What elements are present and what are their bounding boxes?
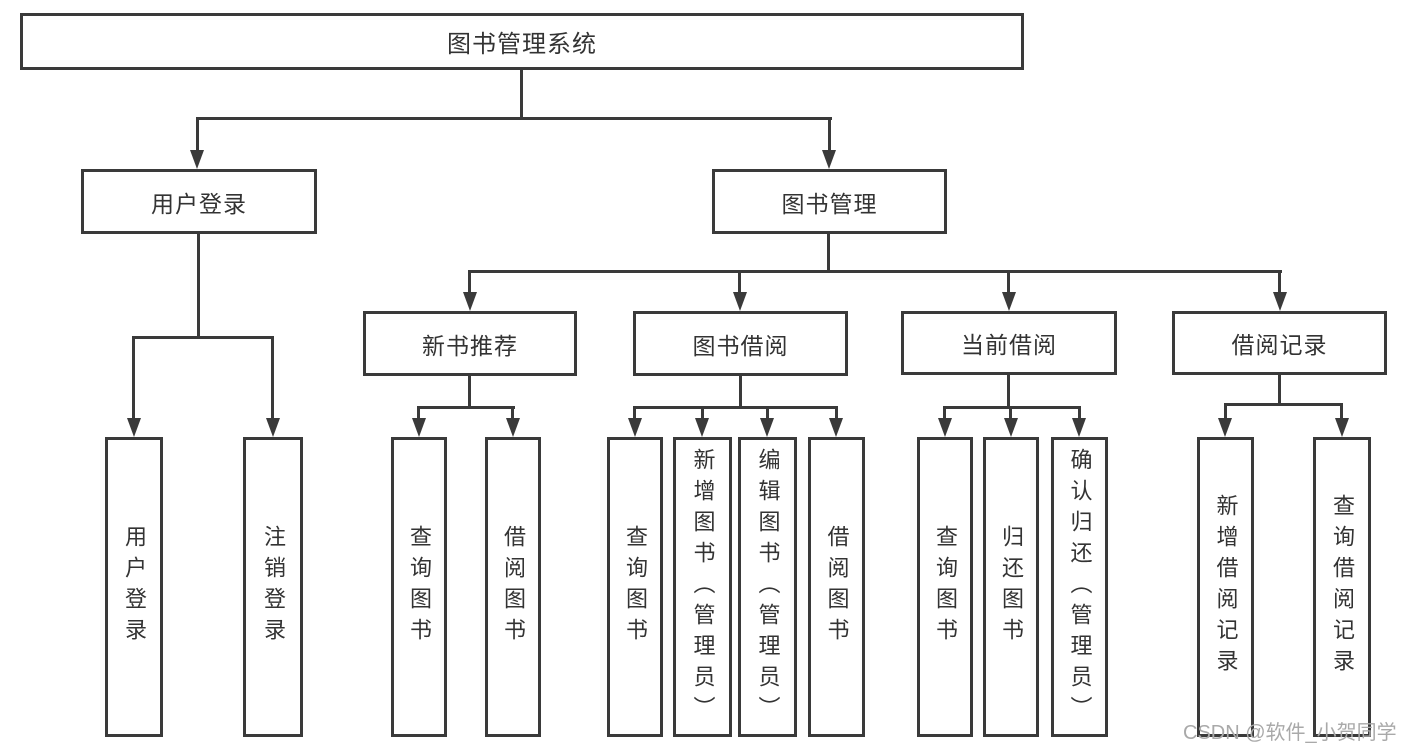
connector-line (1007, 273, 1010, 293)
arrowhead-icon (1335, 418, 1349, 437)
node-label: 图书管理 (781, 190, 878, 217)
node-new-book-recommend: 新书推荐 (363, 311, 577, 376)
connector-line (828, 120, 831, 151)
node-label: 借阅记录 (1231, 332, 1328, 358)
node-label: 查询借阅记录 (1330, 494, 1355, 680)
arrowhead-icon (760, 418, 774, 437)
connector-line (738, 273, 741, 293)
connector-line (1278, 273, 1281, 293)
node-label: 查询图书 (933, 525, 958, 649)
leaf-logout: 注销登录 (243, 437, 303, 737)
leaf-return-book: 归还图书 (983, 437, 1039, 737)
leaf-query-borrow-record: 查询借阅记录 (1313, 437, 1371, 737)
node-book-borrowing: 图书借阅 (633, 311, 848, 376)
arrowhead-icon (1002, 292, 1016, 311)
leaf-query-books-current: 查询图书 (917, 437, 973, 737)
connector-line (271, 339, 274, 418)
arrowhead-icon (822, 150, 836, 169)
connector-line (701, 409, 704, 419)
leaf-add-borrow-record: 新增借阅记录 (1197, 437, 1254, 737)
arrowhead-icon (463, 292, 477, 311)
leaf-borrow-books-recommend: 借阅图书 (485, 437, 541, 737)
connector-line (468, 376, 471, 408)
leaf-query-books-borrowing: 查询图书 (607, 437, 663, 737)
connector-line (1009, 409, 1012, 419)
connector-line (835, 409, 838, 419)
node-label: 图书管理系统 (447, 31, 597, 58)
leaf-user-login: 用户登录 (105, 437, 163, 737)
node-label: 当前借阅 (961, 332, 1057, 358)
arrowhead-icon (733, 292, 747, 311)
arrowhead-icon (266, 418, 280, 437)
connector-line (417, 406, 515, 409)
leaf-edit-book-admin: 编辑图书（管理员） (738, 437, 797, 737)
node-label: 查询图书 (407, 525, 432, 649)
arrowhead-icon (1004, 418, 1018, 437)
connector-line (468, 270, 1282, 273)
node-label: 新书推荐 (422, 332, 518, 359)
leaf-borrow-books-borrowing: 借阅图书 (808, 437, 865, 737)
connector-line (1340, 406, 1343, 419)
arrowhead-icon (190, 150, 204, 169)
leaf-query-books-recommend: 查询图书 (391, 437, 447, 737)
node-label: 归还图书 (999, 525, 1024, 649)
connector-line (766, 409, 769, 419)
connector-line (196, 120, 199, 151)
arrowhead-icon (938, 418, 952, 437)
connector-line (468, 273, 471, 293)
connector-line (197, 234, 200, 338)
connector-line (827, 234, 830, 272)
connector-line (417, 409, 420, 419)
node-label: 用户登录 (122, 525, 147, 649)
csdn-watermark: CSDN @软件_小贺同学 (1183, 722, 1397, 744)
node-borrowing-records: 借阅记录 (1172, 311, 1387, 375)
connector-line (132, 339, 135, 418)
connector-line (1224, 403, 1343, 406)
connector-line (633, 409, 636, 419)
connector-line (1278, 375, 1281, 406)
node-label: 借阅图书 (824, 525, 850, 649)
node-label: 查询图书 (623, 525, 648, 649)
node-label: 编辑图书（管理员） (755, 447, 781, 727)
arrowhead-icon (1072, 418, 1086, 437)
node-book-management: 图书管理 (712, 169, 947, 234)
node-label: 用户登录 (151, 190, 247, 217)
arrowhead-icon (628, 418, 642, 437)
connector-line (943, 409, 946, 419)
connector-line (633, 406, 838, 409)
leaf-add-book-admin: 新增图书（管理员） (673, 437, 732, 737)
leaf-confirm-return-admin: 确认归还（管理员） (1051, 437, 1108, 737)
node-library-system: 图书管理系统 (20, 13, 1024, 70)
node-label: 图书借阅 (692, 332, 789, 359)
node-label: 借阅图书 (501, 525, 526, 649)
node-label: 确认归还（管理员） (1067, 447, 1093, 727)
node-user-login: 用户登录 (81, 169, 317, 234)
connector-line (520, 69, 523, 118)
arrowhead-icon (127, 418, 141, 437)
arrowhead-icon (829, 418, 843, 437)
connector-line (943, 406, 1081, 409)
connector-line (196, 117, 832, 120)
arrowhead-icon (1218, 418, 1232, 437)
connector-line (1007, 375, 1010, 408)
connector-line (739, 376, 742, 408)
arrowhead-icon (506, 418, 520, 437)
node-label: 新增借阅记录 (1213, 494, 1239, 680)
connector-line (132, 336, 274, 339)
node-current-borrowing: 当前借阅 (901, 311, 1117, 375)
arrowhead-icon (412, 418, 426, 437)
node-label: 注销登录 (261, 525, 286, 649)
connector-line (511, 409, 514, 419)
arrowhead-icon (695, 418, 709, 437)
node-label: 新增图书（管理员） (690, 447, 716, 727)
connector-line (1224, 406, 1227, 419)
connector-line (1078, 409, 1081, 419)
arrowhead-icon (1273, 292, 1287, 311)
